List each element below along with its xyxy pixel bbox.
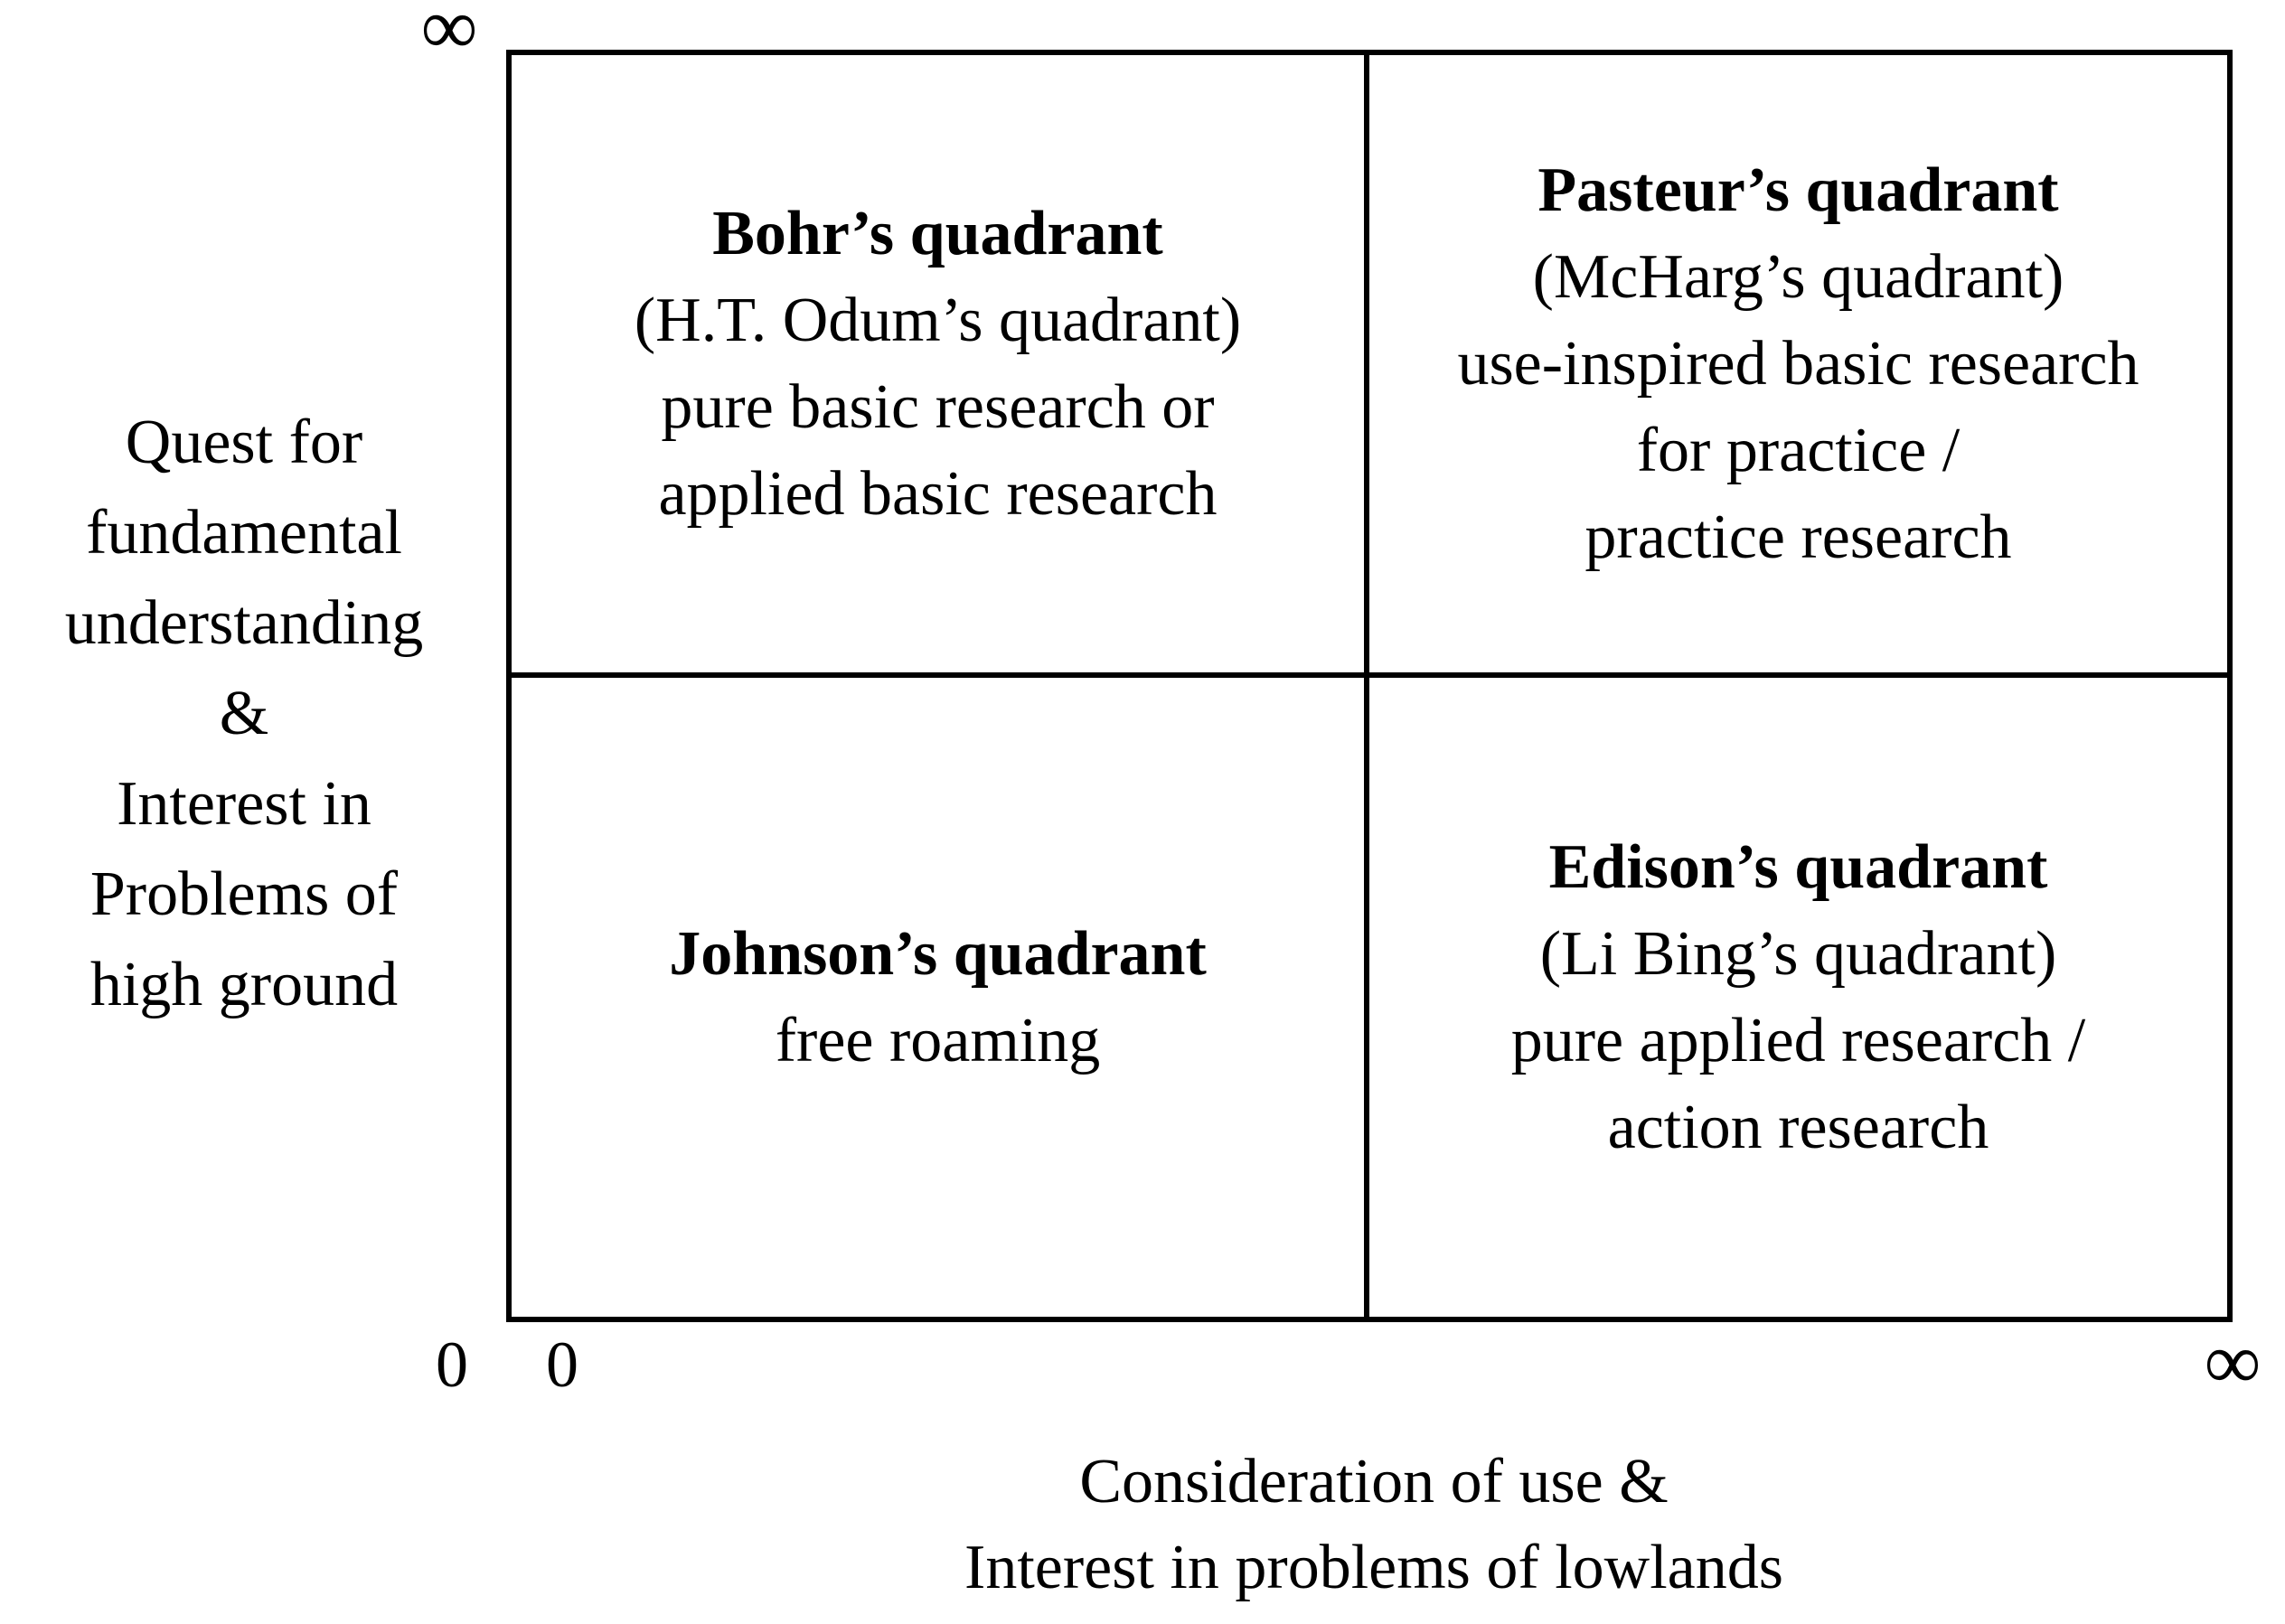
y-axis-origin-label: 0: [436, 1328, 468, 1401]
quadrant-bohr-line: pure basic research or: [661, 371, 1215, 442]
x-axis-label: Consideration of use & Interest in probl…: [696, 1439, 2052, 1610]
y-axis-label-line: high ground: [89, 950, 399, 1019]
quadrant-edison-line: (Li Bing’s quadrant): [1539, 918, 2057, 989]
quadrant-pasteur-line: use-inspired basic research: [1457, 328, 2139, 399]
y-axis-label-line: &: [219, 679, 269, 748]
x-axis-label-line: Consideration of use &: [1079, 1447, 1669, 1516]
y-axis-label-line: Quest for: [125, 408, 363, 477]
quadrant-pasteur: Pasteur’s quadrant (McHarg’s quadrant) u…: [1369, 55, 2227, 678]
quadrant-pasteur-text: Pasteur’s quadrant (McHarg’s quadrant) u…: [1457, 147, 2139, 581]
y-axis-infinity-label: ∞: [420, 0, 478, 71]
y-axis-label-line: understanding: [64, 588, 424, 658]
quadrant-bohr-line: (H.T. Odum’s quadrant): [634, 285, 1242, 355]
quadrant-bohr-text: Bohr’s quadrant (H.T. Odum’s quadrant) p…: [635, 191, 1241, 538]
y-axis-label-line: fundamental: [86, 498, 402, 568]
quadrant-johnson-title: Johnson’s quadrant: [669, 918, 1207, 989]
quadrant-pasteur-line: practice research: [1584, 502, 2012, 572]
y-axis-label-line: Interest in: [117, 769, 371, 839]
quadrant-bohr-title: Bohr’s quadrant: [712, 198, 1163, 268]
x-axis-label-line: Interest in problems of lowlands: [964, 1533, 1783, 1602]
quadrant-johnson-line: free roaming: [775, 1005, 1101, 1075]
y-axis-label-line: Problems of: [89, 859, 399, 929]
quadrant-edison-text: Edison’s quadrant (Li Bing’s quadrant) p…: [1511, 824, 2086, 1171]
quadrant-johnson: Johnson’s quadrant free roaming: [512, 678, 1369, 1317]
quadrant-pasteur-title: Pasteur’s quadrant: [1537, 155, 2059, 225]
quadrant-pasteur-line: (McHarg’s quadrant): [1532, 241, 2064, 312]
quadrant-edison-line: action research: [1607, 1092, 1989, 1162]
quadrant-pasteur-line: for practice /: [1636, 415, 1961, 485]
quadrant-edison: Edison’s quadrant (Li Bing’s quadrant) p…: [1369, 678, 2227, 1317]
quadrant-bohr-line: applied basic research: [658, 458, 1218, 529]
quadrant-johnson-text: Johnson’s quadrant free roaming: [669, 911, 1207, 1084]
quadrant-grid: Bohr’s quadrant (H.T. Odum’s quadrant) p…: [506, 50, 2233, 1322]
quadrant-bohr: Bohr’s quadrant (H.T. Odum’s quadrant) p…: [512, 55, 1369, 678]
quadrant-edison-line: pure applied research /: [1510, 1005, 2086, 1075]
y-axis-label: Quest for fundamental understanding & In…: [0, 398, 488, 1030]
quadrant-edison-title: Edison’s quadrant: [1548, 831, 2048, 902]
x-axis-origin-label: 0: [546, 1328, 578, 1401]
x-axis-infinity-label: ∞: [2204, 1319, 2261, 1406]
